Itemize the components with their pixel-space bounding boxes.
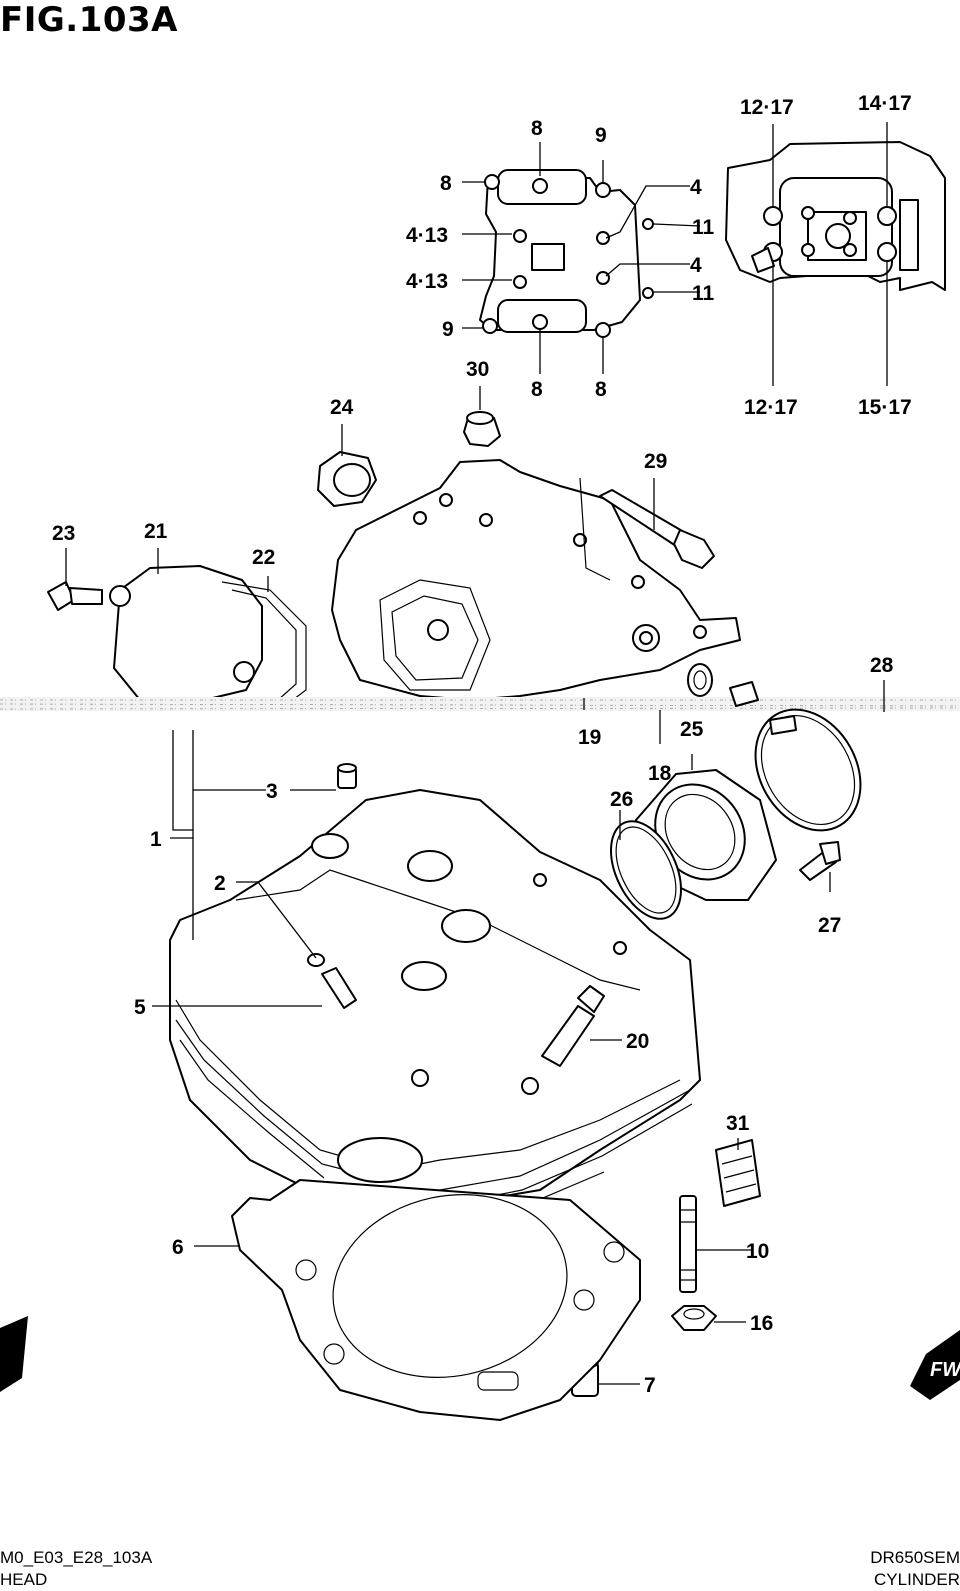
part-3-dowel [337,763,357,789]
callout-4-upper: 4 [690,176,702,199]
callout-labels: 8 8 9 4 4·13 11 4 4·13 11 9 8 8 12·17 14… [52,92,912,1397]
callout-22: 22 [252,546,275,569]
callout-31: 31 [726,1112,750,1135]
part-10-stud [679,1195,697,1293]
cylinder-head [169,789,701,1223]
callout-12-17-top: 12·17 [740,96,794,119]
valve-cover-bolt-detail [479,169,654,338]
part-23-bolt [47,581,103,611]
part-29-bolt [599,489,715,569]
callout-20: 20 [626,1030,649,1053]
callout-16: 16 [750,1312,773,1335]
callout-8-left: 8 [440,172,452,195]
scan-artifact-band [0,697,960,711]
footer-model: DR650SEM [870,1548,960,1567]
head-bolt-detail [725,141,946,291]
callout-25: 25 [680,718,704,741]
footer-code: M0_E03_E28_103A [0,1548,153,1567]
footer-section-left: HEAD [0,1570,48,1589]
footer-section-right: CYLINDER [874,1570,960,1589]
callout-12-17-bottom: 12·17 [744,396,798,419]
callout-30: 30 [466,358,489,381]
callout-4-13-lower: 4·13 [406,270,448,293]
callout-2: 2 [214,872,226,895]
part-19-gasket-ring [687,663,713,697]
part-26-o-ring [610,820,682,920]
fwd-arrow-left-icon [0,1316,28,1392]
callout-1: 1 [150,828,162,851]
callout-28: 28 [870,654,894,677]
part-30-grommet [463,411,501,447]
callout-19: 19 [578,726,601,749]
callout-27: 27 [818,914,841,937]
callout-18: 18 [648,762,672,785]
part-24-cap [317,451,377,507]
fwd-label-right: FWD [930,1359,960,1381]
valve-cover [331,459,741,701]
part-31-clip [715,1139,761,1207]
part-28-clamp [754,708,862,832]
callout-21: 21 [144,520,168,543]
callout-23: 23 [52,522,75,545]
callout-24: 24 [330,396,354,419]
callout-5: 5 [134,996,146,1019]
callout-26: 26 [610,788,633,811]
callout-8-bottom: 8 [531,378,543,401]
figure-title: FIG.103A [0,0,178,40]
callout-9-top: 9 [595,124,607,147]
callout-15-17: 15·17 [858,396,912,419]
callout-6: 6 [172,1236,184,1259]
callout-9-left: 9 [442,318,454,341]
part-6-head-gasket [231,1179,641,1421]
fwd-arrow-right-icon: FWD [910,1330,960,1400]
callout-11-lower: 11 [692,282,715,305]
part-16-nut [671,1305,717,1331]
part-5-valve-guide [307,953,357,1009]
callout-4-lower: 4 [690,254,702,277]
callout-11-upper: 11 [692,216,715,239]
callout-8-bottom-right: 8 [595,378,607,401]
callout-8-top: 8 [531,117,543,140]
callout-3: 3 [266,780,278,803]
callout-10: 10 [746,1240,769,1263]
callout-4-13-upper: 4·13 [406,224,448,247]
callout-7: 7 [644,1374,656,1397]
part-21-cover [109,565,263,703]
part-27-bolt [799,841,841,881]
part-20-spark-plug [521,985,605,1095]
leader-lines [65,122,888,1385]
callout-29: 29 [644,450,667,473]
callout-14-17: 14·17 [858,92,912,115]
part-18-nipple [729,681,759,707]
